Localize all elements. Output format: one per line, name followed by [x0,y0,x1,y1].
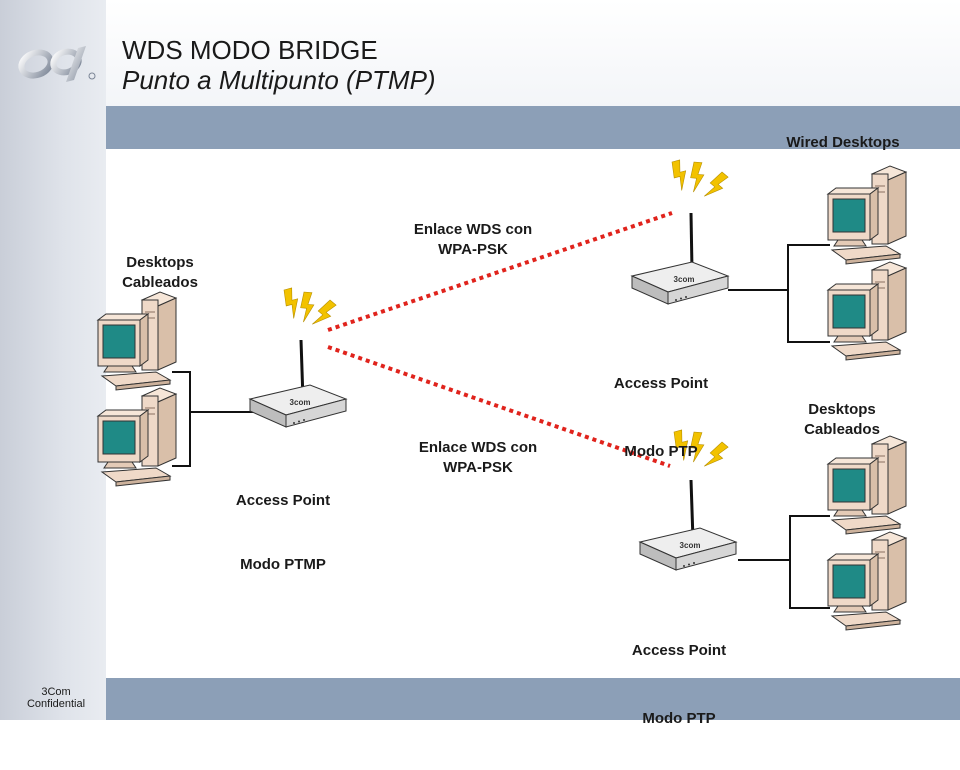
label-desktops-left: Desktops Cableados [122,254,198,291]
ap-badge: 3com [674,275,695,284]
ap-badge: 3com [680,541,701,550]
lightning-icon [669,158,731,203]
desktop-right-2 [827,261,907,361]
footer-company: 3Com [41,686,71,698]
ap-badge: 3com [290,398,311,407]
label-wired-desktops: Wired Desktops [786,134,900,151]
footer-text: 3Com Confidential [10,686,102,710]
access-point-ptmp: 3com [249,286,347,428]
slide-title: WDS MODO BRIDGE Punto a Multipunto (PTMP… [122,35,436,95]
title-line-2: Punto a Multipunto (PTMP) [122,65,436,95]
left-wiring [172,371,256,467]
desktop-right-3 [827,435,907,535]
left-band [0,0,106,720]
top-right-wiring [728,244,830,343]
title-line-1: WDS MODO BRIDGE [122,35,378,65]
footer-bar [106,678,960,720]
header-area [106,0,960,106]
label-ap-ptp-top: Access Point Modo PTP [586,333,736,503]
label-ap-ptmp: Access Point Modo PTMP [210,453,356,613]
title-bar [106,106,960,149]
access-point-ptp-bottom: 3com [639,428,737,571]
ap-ptmp-name: Access Point [235,492,331,509]
ap-ptp-bottom-mode: Modo PTP [642,710,716,727]
ap-ptp-bottom-name: Access Point [631,642,727,659]
lightning-icon [281,286,339,331]
ap-ptmp-mode: Modo PTMP [240,556,326,573]
desktop-left-top [97,291,177,391]
label-link-top: Enlace WDS con WPA-PSK [413,221,533,258]
label-desktops-right: Desktops Cableados [804,401,880,438]
footer-classification: Confidential [26,698,86,710]
bottom-right-wiring [738,515,830,609]
company-logo [18,46,96,82]
ap-ptp-top-mode: Modo PTP [624,443,698,460]
desktop-left-bottom [97,387,177,487]
label-ap-ptp-bottom: Access Point Modo PTP [604,600,754,770]
desktop-right-4 [827,531,907,631]
label-link-bottom: Enlace WDS con WPA-PSK [418,439,538,476]
network-diagram: 3com 3com 3com [97,158,907,631]
access-point-ptp-top: 3com [631,158,731,305]
desktop-right-1 [827,165,907,265]
ap-ptp-top-name: Access Point [613,375,709,392]
